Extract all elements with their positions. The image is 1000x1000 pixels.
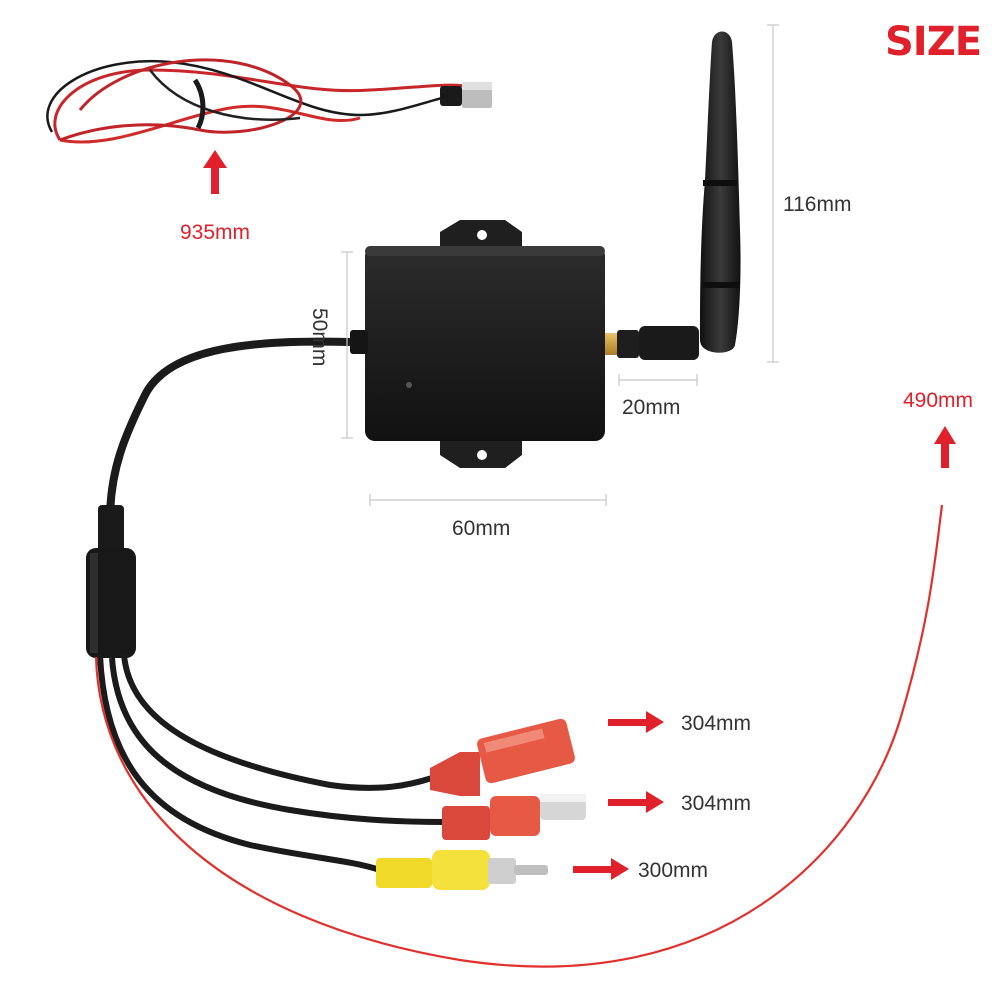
power-cable — [46, 58, 492, 144]
box-height-label: 50mm — [308, 308, 331, 367]
power-cable-length-label: 935mm — [180, 221, 251, 244]
antenna-height-label: 116mm — [783, 193, 852, 216]
dc-female-connector — [430, 718, 575, 796]
arrow-up-icon — [203, 150, 227, 194]
rca-lead-label: 300mm — [638, 859, 709, 882]
dc-male-lead-label: 304mm — [681, 792, 752, 815]
rca-connector — [376, 850, 548, 890]
connector-length-label: 20mm — [622, 396, 681, 419]
page-title: SIZE — [885, 19, 982, 65]
trigger-wire-length-label: 490mm — [903, 389, 974, 412]
antenna — [605, 31, 741, 360]
module-box — [350, 220, 605, 468]
dimension-lines — [341, 24, 779, 506]
arrow-up-icon — [934, 426, 956, 468]
box-width-label: 60mm — [452, 517, 511, 540]
harness-branches — [94, 504, 944, 968]
arrow-right-icon — [608, 791, 664, 813]
arrow-right-icon — [573, 858, 629, 880]
arrow-right-icon — [608, 711, 664, 733]
dc-female-lead-label: 304mm — [681, 712, 752, 735]
dc-male-connector — [442, 794, 586, 840]
main-cable — [86, 337, 351, 658]
